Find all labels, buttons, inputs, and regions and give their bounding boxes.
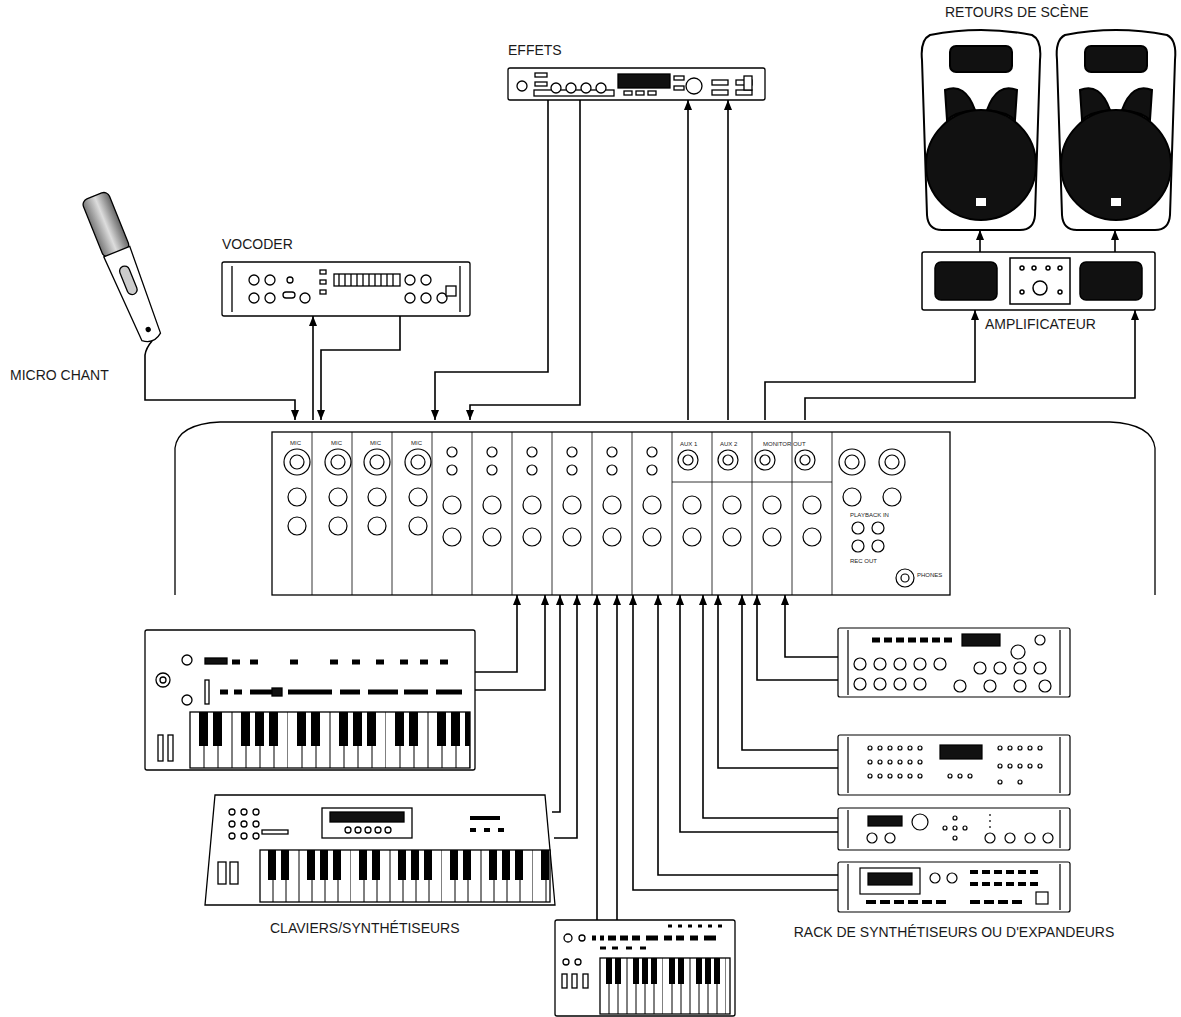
- signal-cable: [470, 100, 580, 420]
- signal-cable: [576, 595, 578, 628]
- effects-unit: EFFETS: [508, 68, 765, 100]
- signal-cable: [727, 100, 729, 420]
- signal-cable: [435, 100, 548, 420]
- mixer-console: MIC MIC MIC MIC AUX 1 AUX 2 MONITOR OUT PLAYBAC…: [175, 420, 1155, 595]
- panel-label: MIC: [331, 440, 342, 447]
- keyboard-symbol: [555, 920, 735, 1016]
- signal-cable: [805, 310, 1135, 420]
- rack-module-symbol: [838, 628, 1070, 697]
- mixer-symbol: [175, 422, 1155, 595]
- signal-cable: [633, 595, 838, 890]
- signal-cable: [687, 100, 689, 420]
- signal-cable: [785, 595, 838, 657]
- panel-label: PHONES: [917, 572, 942, 579]
- signal-cable: [616, 595, 618, 628]
- device-label: VOCODER: [222, 236, 293, 252]
- speaker-symbol: [922, 30, 1041, 230]
- device-label: EFFETS: [508, 42, 562, 58]
- panel-label: MIC: [411, 440, 422, 447]
- keyboard-wire: [475, 628, 617, 920]
- panel-label: REC OUT: [850, 558, 877, 565]
- microphone-cable: [145, 341, 152, 355]
- device-label: AMPLIFICATEUR: [985, 316, 1096, 332]
- panel-label: MONITOR OUT: [763, 441, 806, 448]
- rack-module-symbol: [838, 735, 1070, 795]
- panel-label: PLAYBACK IN: [850, 512, 889, 519]
- keyboard-group: CLAVIERS/SYNTHÉTISEURS: [145, 628, 735, 1015]
- panel-label: MIC: [290, 440, 301, 447]
- microphone: MICRO CHANT: [85, 195, 165, 355]
- speaker-group: RETOURS DE SCÈNE: [920, 30, 1180, 230]
- signal-cable: [757, 595, 838, 680]
- microphone-symbol: [81, 191, 165, 346]
- keyboard-symbol: [205, 795, 555, 905]
- rack-module-symbol: [838, 862, 1070, 912]
- signal-cable: [321, 316, 400, 420]
- signal-cable: [596, 595, 598, 628]
- device-label: RETOURS DE SCÈNE: [945, 4, 1089, 20]
- amplifier-unit: AMPLIFICATEUR: [922, 252, 1155, 310]
- signal-cable: [718, 595, 838, 768]
- vocoder-unit: VOCODER: [222, 262, 470, 316]
- panel-label: AUX 1: [680, 441, 697, 448]
- signal-cable: [559, 595, 561, 628]
- signal-cable: [979, 230, 981, 252]
- signal-cable: [312, 316, 314, 420]
- signal-cable: [544, 595, 546, 628]
- speaker-symbol: [1057, 30, 1176, 230]
- signal-cable: [765, 310, 975, 420]
- signal-cable: [703, 595, 838, 818]
- effects-unit-symbol: [508, 68, 765, 100]
- signal-cable: [145, 355, 295, 420]
- signal-cable: [516, 595, 518, 628]
- rack-module-symbol: [838, 808, 1070, 850]
- vocoder-symbol: [222, 262, 470, 316]
- signal-cable: [658, 595, 838, 875]
- rack-group: RACK DE SYNTHÉTISEURS OU D'EXPANDEURS: [838, 628, 1070, 912]
- panel-label: MIC: [370, 440, 381, 447]
- signal-cable: [742, 595, 838, 750]
- signal-cable: [1114, 230, 1116, 252]
- device-label: MICRO CHANT: [10, 367, 109, 383]
- keyboard-symbol: [145, 630, 475, 770]
- device-label: CLAVIERS/SYNTHÉTISEURS: [270, 920, 460, 936]
- device-label: RACK DE SYNTHÉTISEURS OU D'EXPANDEURS: [794, 924, 1115, 940]
- amplifier-symbol: [922, 252, 1155, 310]
- panel-label: AUX 2: [720, 441, 737, 448]
- signal-cable: [680, 595, 838, 832]
